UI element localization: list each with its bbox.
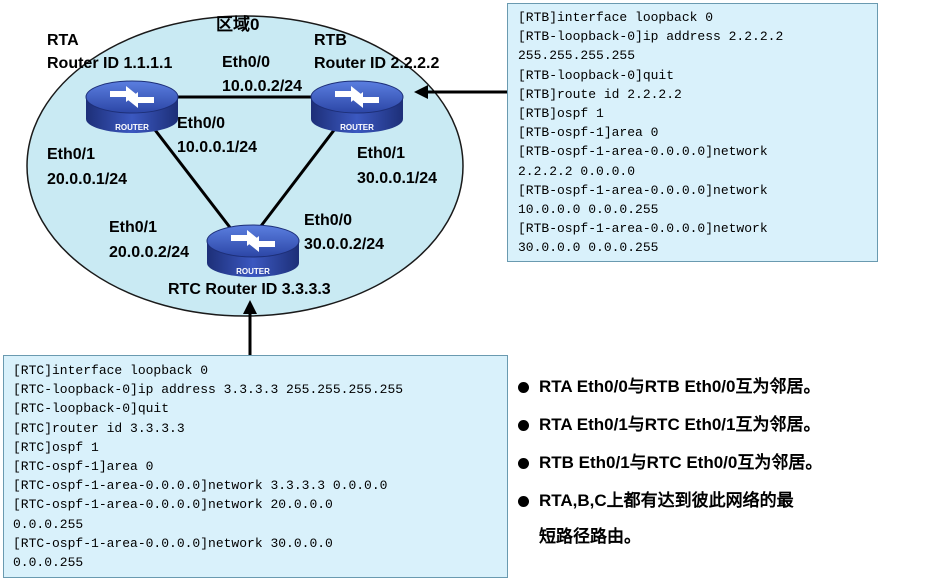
note-text-continued: 短路径路由。 [539, 527, 641, 546]
rta-eth01-name: Eth0/1 [47, 146, 96, 163]
code-line: [RTB]route id 2.2.2.2 [518, 86, 682, 102]
note-item: RTA,B,C上都有达到彼此网络的最 短路径路由。 [518, 482, 918, 554]
code-line: 2.2.2.2 0.0.0.0 [518, 163, 636, 179]
rtb-name: RTB [314, 32, 347, 49]
bullet-icon [518, 458, 529, 469]
code-line: [RTC]interface loopback 0 [13, 363, 209, 378]
note-text: RTA Eth0/1与RTC Eth0/1互为邻居。 [539, 415, 821, 434]
area-label: 区域0 [216, 15, 260, 34]
code-line: [RTB-ospf-1-area-0.0.0.0]network [518, 144, 768, 160]
rta-icon-text: ROUTER [115, 123, 149, 132]
rtc-caption: RTC Router ID 3.3.3.3 [168, 281, 331, 298]
code-line: [RTC-loopback-0]quit [13, 401, 170, 417]
code-line: [RTB-ospf-1-area-0.0.0.0]network [518, 182, 768, 198]
rtb-eth01-ip: 30.0.0.1/24 [357, 170, 438, 187]
arrow-to-rtc-head [243, 300, 257, 314]
rta-router-icon [85, 80, 179, 133]
code-line: [RTB-loopback-0]ip address 2.2.2.2 [518, 29, 784, 45]
code-line: [RTB]ospf 1 [518, 105, 604, 121]
rtb-router-icon [310, 80, 404, 133]
bullet-icon [518, 382, 529, 393]
note-item: RTB Eth0/1与RTC Eth0/0互为邻居。 [518, 444, 918, 482]
rtb-icon-text: ROUTER [340, 123, 374, 132]
code-line: [RTC-ospf-1-area-0.0.0.0]network 30.0.0.… [13, 535, 333, 551]
code-line: [RTB-ospf-1-area-0.0.0.0]network [518, 221, 768, 237]
rta-router-id: Router ID 1.1.1.1 [47, 55, 173, 72]
code-line: [RTB-ospf-1]area 0 [518, 125, 659, 141]
note-text: RTA Eth0/0与RTB Eth0/0互为邻居。 [539, 377, 821, 396]
rtc-eth01-ip: 20.0.0.2/24 [109, 244, 190, 261]
code-line: [RTC]router id 3.3.3.3 [13, 420, 185, 436]
code-line: [RTC]ospf 1 [13, 439, 99, 455]
rtc-eth00-ip: 30.0.0.2/24 [304, 236, 385, 253]
rtc-eth01-name: Eth0/1 [109, 219, 158, 236]
arrow-to-rtb-head [414, 85, 428, 99]
rtb-eth00-name: Eth0/0 [222, 54, 271, 71]
notes-list: RTA Eth0/0与RTB Eth0/0互为邻居。 RTA Eth0/1与RT… [518, 368, 918, 554]
note-item: RTA Eth0/0与RTB Eth0/0互为邻居。 [518, 368, 918, 406]
code-line: [RTC-ospf-1-area-0.0.0.0]network 3.3.3.3… [13, 478, 388, 494]
rtc-config-box: [RTC]interface loopback 0 [RTC-loopback-… [3, 355, 508, 578]
rtb-eth00-ip: 10.0.0.2/24 [222, 78, 303, 95]
code-line: 0.0.0.255 [13, 554, 84, 570]
code-line: 10.0.0.0 0.0.0.255 [518, 201, 659, 217]
rtc-eth00-name: Eth0/0 [304, 212, 353, 229]
note-item: RTA Eth0/1与RTC Eth0/1互为邻居。 [518, 406, 918, 444]
rtb-eth01-name: Eth0/1 [357, 145, 406, 162]
rtc-icon-text: ROUTER [236, 267, 270, 276]
code-line: 30.0.0.0 0.0.0.255 [518, 240, 659, 256]
rtb-router-id: Router ID 2.2.2.2 [314, 55, 440, 72]
rta-eth01-ip: 20.0.0.1/24 [47, 171, 128, 188]
code-line: [RTC-loopback-0]ip address 3.3.3.3 255.2… [13, 382, 404, 398]
note-text: RTA,B,C上都有达到彼此网络的最 [539, 491, 794, 510]
code-line: [RTB-loopback-0]quit [518, 67, 675, 83]
code-line: [RTC-ospf-1-area-0.0.0.0]network 20.0.0.… [13, 497, 333, 513]
bullet-icon [518, 420, 529, 431]
bullet-icon [518, 496, 529, 507]
code-line: [RTB]interface loopback 0 [518, 10, 714, 25]
code-line: 0.0.0.255 [13, 516, 84, 532]
code-line: 255.255.255.255 [518, 48, 636, 64]
rtc-router-icon [206, 224, 300, 277]
note-text: RTB Eth0/1与RTC Eth0/0互为邻居。 [539, 453, 823, 472]
rta-name: RTA [47, 32, 79, 49]
rta-eth00-ip: 10.0.0.1/24 [177, 139, 258, 156]
rta-eth00-name: Eth0/0 [177, 115, 226, 132]
rtb-config-box: [RTB]interface loopback 0 [RTB-loopback-… [507, 3, 878, 262]
code-line: [RTC-ospf-1]area 0 [13, 458, 154, 474]
